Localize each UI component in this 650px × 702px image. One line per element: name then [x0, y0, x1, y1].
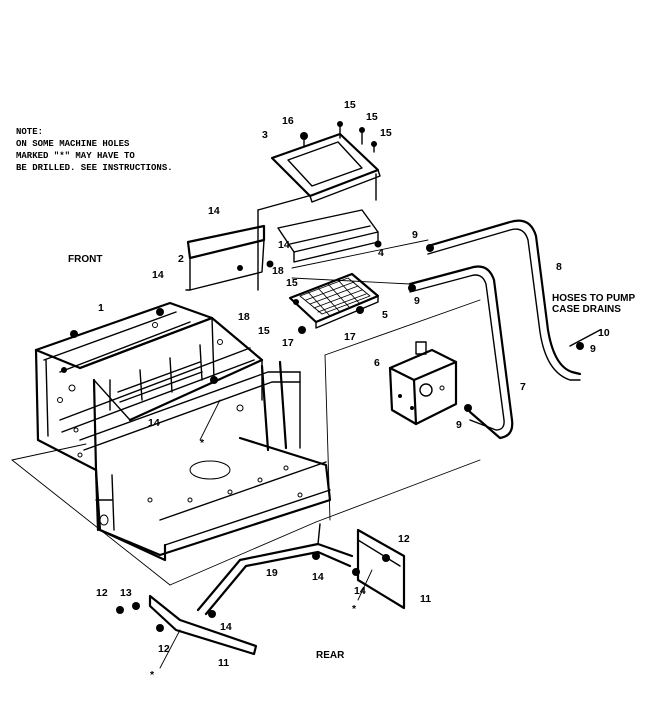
hoses-label-line2: CASE DRAINS: [552, 304, 621, 315]
callout-9d: 9: [590, 343, 596, 355]
callout-3: 3: [262, 129, 268, 141]
rear-label: REAR: [316, 650, 345, 661]
bracket-4: [277, 209, 382, 263]
callout-12c: 12: [158, 643, 170, 655]
callout-4: 4: [378, 247, 384, 259]
star-marks: * * *: [150, 437, 357, 681]
callout-14g: 14: [220, 621, 232, 633]
callout-2: 2: [178, 253, 184, 265]
star-mark-rear-right: *: [352, 603, 357, 615]
callout-8: 8: [556, 261, 562, 273]
oil-cooler-5: [288, 272, 380, 334]
star-mark-rear-left: *: [150, 669, 155, 681]
callout-14e: 14: [312, 571, 324, 583]
note-line-4: BE DRILLED. SEE INSTRUCTIONS.: [16, 163, 173, 173]
callout-10: 10: [598, 327, 610, 339]
callout-17b: 17: [344, 331, 356, 343]
callout-7: 7: [520, 381, 526, 393]
callout-6: 6: [374, 357, 380, 369]
callout-13: 13: [120, 587, 132, 599]
callout-18b: 18: [238, 311, 250, 323]
callout-14c: 14: [152, 269, 164, 281]
callout-5: 5: [382, 309, 388, 321]
callouts: 1 2 3 4 5 6 7 8 9 9 9 9 10 11 11 12 12 1…: [96, 99, 610, 669]
mounting-plate-3: [257, 121, 381, 291]
reservoir-6: [388, 341, 458, 426]
note-line-3: MARKED "*" MAY HAVE TO: [16, 151, 135, 161]
note-line-1: NOTE:: [16, 127, 43, 137]
callout-9b: 9: [414, 295, 420, 307]
callout-14f: 14: [354, 585, 366, 597]
note-block: NOTE: ON SOME MACHINE HOLES MARKED "*" M…: [16, 127, 173, 173]
main-frame: [34, 301, 332, 562]
callout-1: 1: [98, 302, 104, 314]
callout-12a: 12: [398, 533, 410, 545]
callout-15c: 15: [380, 127, 392, 139]
star-mark-frame: *: [200, 437, 205, 449]
note-line-2: ON SOME MACHINE HOLES: [16, 139, 130, 149]
callout-15a: 15: [344, 99, 356, 111]
callout-15e: 15: [258, 325, 270, 337]
callout-19: 19: [266, 567, 278, 579]
callout-17a: 17: [282, 337, 294, 349]
callout-15d: 15: [286, 277, 298, 289]
callout-12b: 12: [96, 587, 108, 599]
callout-9a: 9: [412, 229, 418, 241]
callout-9c: 9: [456, 419, 462, 431]
callout-14a: 14: [208, 205, 220, 217]
callout-14b: 14: [278, 239, 290, 251]
callout-18a: 18: [272, 265, 284, 277]
angle-bracket-2: [185, 224, 274, 291]
callout-16: 16: [282, 115, 294, 127]
callout-14d: 14: [148, 417, 160, 429]
callout-11b: 11: [218, 657, 229, 669]
callout-11a: 11: [420, 593, 431, 605]
hoses: [291, 219, 601, 440]
callout-15b: 15: [366, 111, 378, 123]
rear-bars: [116, 399, 406, 669]
ground-plane: [11, 299, 481, 586]
front-label: FRONT: [68, 254, 102, 265]
hoses-label-line1: HOSES TO PUMP: [552, 293, 635, 304]
